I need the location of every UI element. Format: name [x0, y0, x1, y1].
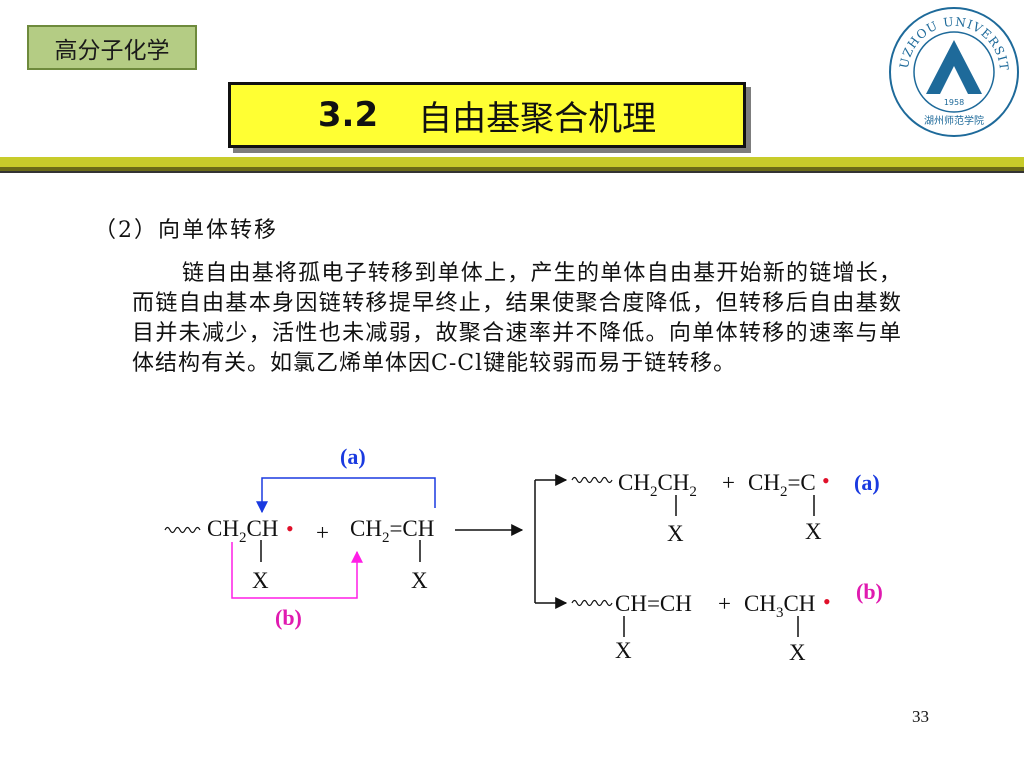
reactant-monomer: CH2=CH	[350, 516, 434, 546]
radical-dot: •	[822, 468, 830, 493]
label-b: (b)	[275, 605, 302, 630]
product-a-polymer: CH2CH2	[618, 470, 697, 500]
label-b: (b)	[856, 579, 883, 604]
path-b-arrow	[231, 542, 363, 599]
substituent-x: X	[789, 640, 806, 665]
logo-emblem-icon	[926, 40, 982, 94]
label-a: (a)	[854, 470, 880, 495]
substituent-x: X	[805, 519, 822, 544]
section-heading: （2）向单体转移	[94, 218, 278, 243]
substituent-x: X	[411, 568, 428, 593]
university-logo: HUZHOU UNIVERSITY 1958 湖州师范学院	[886, 4, 1019, 137]
label-a: (a)	[340, 444, 366, 469]
logo-year: 1958	[944, 98, 964, 107]
plus-sign: +	[316, 520, 329, 545]
slide-title: 3.2 自由基聚合机理	[228, 82, 746, 148]
polymer-chain-icon	[571, 599, 613, 607]
page-number: 33	[912, 707, 929, 726]
header-divider-dark	[0, 167, 1024, 171]
logo-motto: 湖州师范学院	[924, 114, 984, 127]
radical-dot: •	[286, 516, 294, 541]
plus-sign: +	[718, 591, 731, 616]
header-divider-band	[0, 157, 1024, 167]
title-text: 自由基聚合机理	[418, 98, 657, 139]
product-a-radical: CH2=C	[748, 470, 816, 500]
header-divider-line	[0, 171, 1024, 173]
substituent-x: X	[615, 638, 632, 663]
course-tag: 高分子化学	[27, 25, 197, 70]
polymer-chain-icon	[571, 476, 613, 484]
product-b-radical: CH3CH	[744, 591, 815, 621]
radical-dot: •	[823, 589, 831, 614]
product-b-polymer: CH=CH	[615, 591, 692, 616]
polymer-chain-icon	[164, 526, 201, 534]
title-number: 3.2	[317, 95, 379, 135]
chain-transfer-diagram: CH2CH • X + CH2=CH X (a) (b) CH2CH2 X +	[164, 444, 883, 665]
path-a-arrow	[256, 477, 436, 514]
section-paragraph: 链自由基将孤电子转移到单体上，产生的单体自由基开始新的链增长，而链自由基本身因链…	[132, 261, 902, 376]
substituent-x: X	[667, 521, 684, 546]
reactant-radical: CH2CH	[207, 516, 278, 546]
substituent-x: X	[252, 568, 269, 593]
plus-sign: +	[722, 470, 735, 495]
